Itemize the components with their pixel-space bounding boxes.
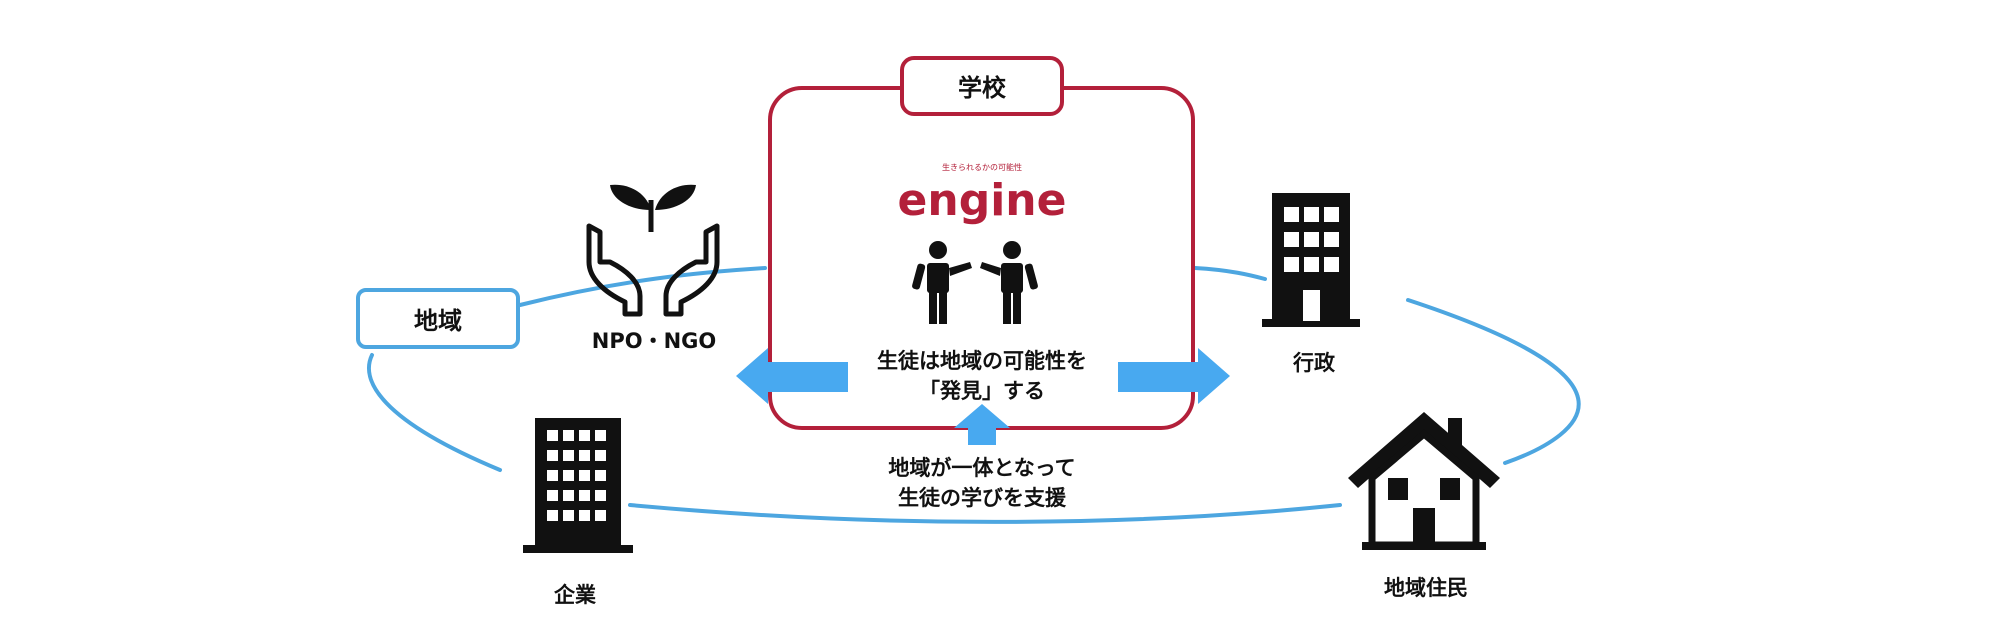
tall-building-icon (523, 418, 633, 553)
government-label: 行政 (1292, 351, 1336, 375)
npo-label: NPO・NGO (592, 329, 716, 353)
school-label: 学校 (958, 74, 1007, 102)
school-caption-line2: 「発見」する (919, 379, 1045, 403)
region-label-box: 地域 (356, 288, 520, 349)
ellipse-segment-left (367, 353, 502, 472)
ellipse-segment-top-left (518, 266, 767, 307)
discovery-arrows (736, 348, 1230, 445)
office-building-icon (1262, 193, 1360, 327)
school-label-tab (900, 56, 1064, 116)
hands-sprout-icon (586, 184, 720, 317)
arrow-left (736, 348, 848, 404)
region-label: 地域 (414, 307, 462, 335)
school-caption-line1: 生徒は地域の可能性を (877, 349, 1087, 373)
support-caption-line2: 生徒の学びを支援 (898, 486, 1067, 510)
support-caption-line1: 地域が一体となって (888, 456, 1075, 480)
region-box-frame (356, 288, 520, 349)
engine-logo-tagline: 生きられるかの可能性 (942, 162, 1022, 172)
arrow-up (954, 404, 1010, 445)
community-ellipse (367, 266, 1581, 524)
arrow-right (1118, 348, 1230, 404)
students-icon (912, 241, 1038, 324)
residents-label: 地域住民 (1384, 576, 1468, 600)
ellipse-segment-right (1406, 298, 1581, 465)
ellipse-segment-top-right (1193, 266, 1267, 281)
engine-logo: engine (898, 175, 1067, 226)
ellipse-segment-bottom (628, 503, 1342, 524)
company-label: 企業 (553, 583, 597, 607)
house-icon (1348, 412, 1500, 550)
school-box: 学校 生きられるかの可能性 engine 生徒は地域の可能性を 「発見」する (768, 56, 1195, 430)
